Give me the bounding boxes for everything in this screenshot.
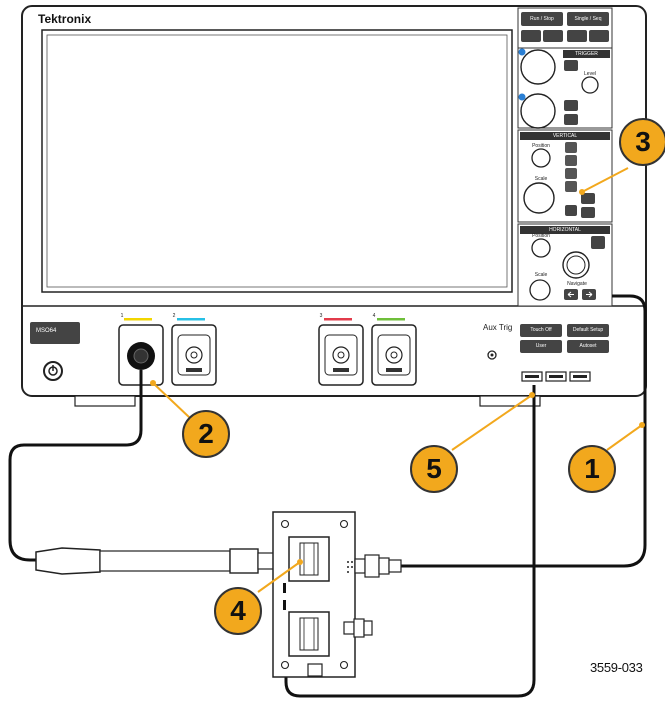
aux-trig-connector	[488, 351, 496, 359]
vertical-section-label: VERTICAL	[520, 133, 610, 139]
multipurpose-knob-a	[521, 50, 555, 84]
horizontal-scale-label: Scale	[528, 272, 554, 278]
callout-2: 2	[182, 410, 230, 458]
single-seq-label: Single / Seq	[567, 16, 609, 22]
probe-tip-connector	[230, 549, 258, 573]
vertical-scale-label: Scale	[528, 176, 554, 182]
trigger-section-label: TRIGGER	[563, 51, 610, 57]
display-screen	[42, 30, 512, 292]
probe-shaft	[100, 551, 230, 571]
brand-logo: Tektronix	[38, 12, 91, 26]
callout-4: 4	[214, 587, 262, 635]
figure-id: 3559-033	[590, 660, 643, 675]
probe-cable	[10, 370, 278, 574]
multipurpose-knob-b	[521, 94, 555, 128]
test-fixture-board	[273, 512, 355, 677]
autoset-label: Autoset	[567, 343, 609, 349]
horizontal-position-knob	[532, 239, 550, 257]
run-stop-label: Run / Stop	[521, 16, 563, 22]
channel-2-number: 2	[171, 313, 177, 319]
vertical-scale-knob	[524, 183, 554, 213]
navigate-label: Navigate	[562, 281, 592, 287]
vertical-position-label: Position	[528, 143, 554, 149]
aux-trig-label: Aux Trig	[483, 323, 512, 332]
default-setup-label: Default Setup	[567, 327, 609, 333]
horizontal-scale-knob	[530, 280, 550, 300]
model-badge-text: MSO64	[36, 328, 56, 334]
channel-1-number: 1	[119, 313, 125, 319]
user-label: User	[520, 343, 562, 349]
usb-ports	[522, 372, 590, 381]
touch-off-label: Touch Off	[520, 327, 562, 333]
level-label: Level	[578, 71, 602, 77]
channel-4-number: 4	[371, 313, 377, 319]
trigger-level-knob	[582, 77, 598, 93]
callout-5: 5	[410, 445, 458, 493]
callout-1: 1	[568, 445, 616, 493]
channel-3-number: 3	[318, 313, 324, 319]
vertical-position-knob	[532, 149, 550, 167]
callout-3: 3	[619, 118, 665, 166]
horizontal-position-label: Position	[528, 233, 554, 239]
